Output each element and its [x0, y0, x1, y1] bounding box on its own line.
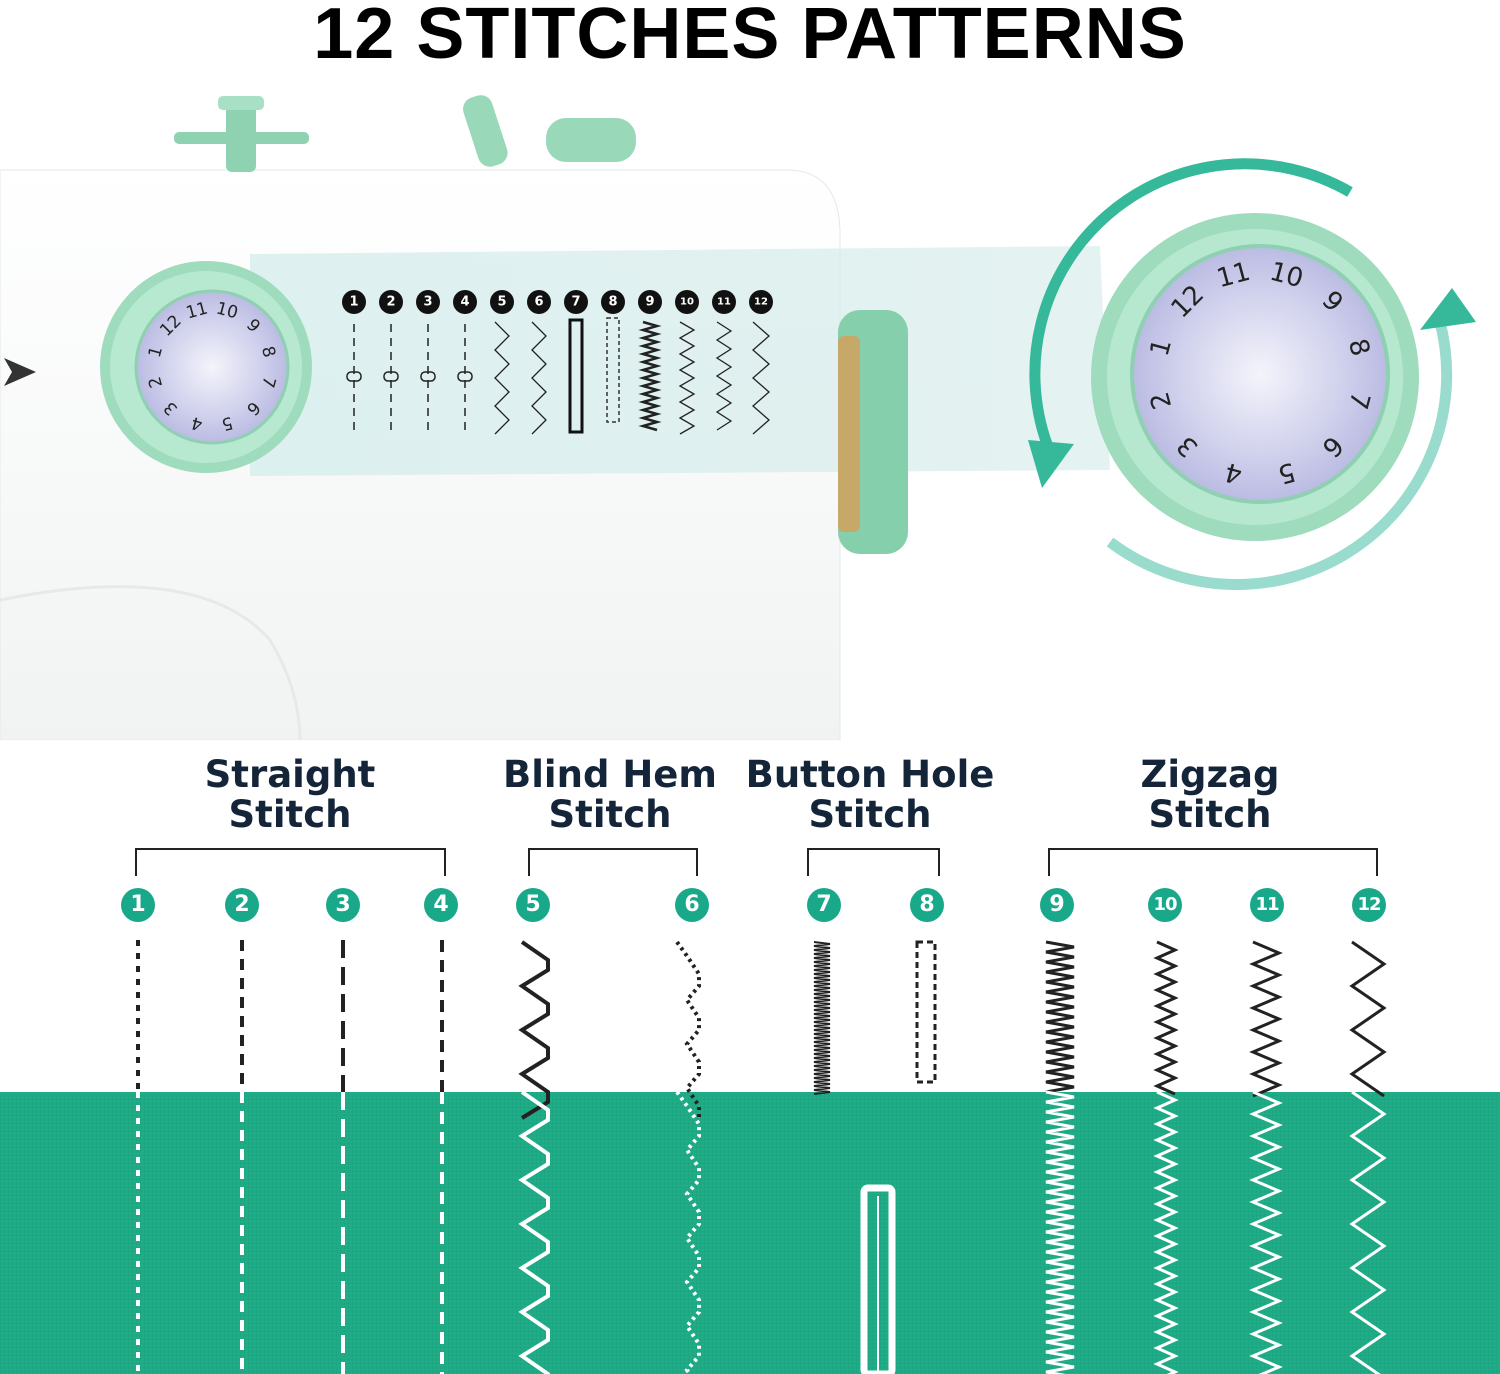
- machine-dial-number-1: 1: [145, 344, 167, 360]
- stitch-sample-11-thread: [1249, 940, 1283, 1098]
- stitch-number-1: 1: [121, 888, 155, 922]
- panel-number-9: 9: [645, 295, 654, 310]
- panel-number-8: 8: [608, 295, 617, 310]
- bracket-button-hole: [807, 848, 940, 876]
- panel-number-badge: [675, 290, 699, 314]
- panel-number-2: 2: [386, 295, 395, 310]
- stitch-number-2: 2: [225, 888, 259, 922]
- panel-number-badge: [490, 290, 514, 314]
- stitch-sample-5-fabric-thread: [518, 1090, 550, 1374]
- zoom-dial-number-1: 1: [1145, 336, 1178, 360]
- stitch-sample-7-thread: [813, 941, 831, 1095]
- stitch-sample-6-thread: [675, 940, 701, 1118]
- panel-number-badge: [453, 290, 477, 314]
- panel-number-11: 11: [717, 297, 731, 308]
- machine-dial-number-7: 7: [257, 374, 279, 390]
- bobbin-stopper: [546, 118, 636, 162]
- machine-dial-number-8: 8: [257, 344, 279, 360]
- panel-stitch-line: [715, 321, 733, 431]
- panel-number-1: 1: [349, 295, 358, 310]
- panel-stitch-line: [678, 321, 696, 435]
- panel-stitch-line: [531, 321, 547, 435]
- panel-stitch-line: [638, 320, 662, 432]
- stitch-sample-8-thread: [915, 940, 937, 1084]
- zoom-dial-number-7: 7: [1342, 389, 1375, 413]
- panel-stitch-line: [494, 321, 510, 435]
- fabric-buttonhole: [860, 1184, 896, 1374]
- machine-dial-number-4: 4: [189, 412, 205, 434]
- bracket-straight: [135, 848, 446, 876]
- panel-number-badge: [712, 290, 736, 314]
- stitch-sample-9-thread: [1045, 940, 1075, 1094]
- stitch-number-11: 11: [1250, 888, 1284, 922]
- page-title: 12 STITCHES PATTERNS: [313, 0, 1187, 74]
- panel-number-badge: [601, 290, 625, 314]
- zoom-dial-number-8: 8: [1342, 336, 1375, 360]
- stitch-sample-12-thread: [1349, 940, 1387, 1098]
- stitch-sample-6-fabric-thread: [675, 1090, 701, 1374]
- panel-number-7: 7: [571, 295, 580, 310]
- panel-number-badge: [416, 290, 440, 314]
- panel-number-badge: [342, 290, 366, 314]
- zoom-dial-number-2: 2: [1145, 389, 1178, 413]
- panel-number-6: 6: [534, 295, 543, 310]
- panel-number-4: 4: [460, 295, 469, 310]
- stitch-sample-9-fabric-thread: [1045, 1090, 1075, 1374]
- panel-number-badge: [638, 290, 662, 314]
- stitch-sample-12-fabric-thread: [1349, 1090, 1387, 1374]
- panel-number-5: 5: [497, 295, 506, 310]
- stitch-sample-10-thread: [1153, 940, 1179, 1096]
- panel-number-badge: [564, 290, 588, 314]
- stitch-number-5: 5: [516, 888, 550, 922]
- rotate-arrow-right-icon: [1106, 320, 1453, 590]
- stitch-number-4: 4: [424, 888, 458, 922]
- zoom-dial-number-4: 4: [1222, 456, 1246, 489]
- stitch-number-12: 12: [1352, 888, 1386, 922]
- machine-dial-number-5: 5: [219, 412, 235, 434]
- panel-number-12: 12: [754, 297, 768, 308]
- stitch-number-9: 9: [1040, 888, 1074, 922]
- stitch-samples: [136, 940, 1387, 1374]
- stitch-number-8: 8: [910, 888, 944, 922]
- stitch-number-6: 6: [675, 888, 709, 922]
- stitch-sample-5-thread: [518, 940, 550, 1120]
- panel-number-badge: [527, 290, 551, 314]
- panel-stitch-line: [606, 317, 620, 423]
- panel-number-badge: [749, 290, 773, 314]
- panel-stitch-line: [752, 321, 770, 435]
- pointer-arrow-icon: [4, 358, 36, 386]
- zoom-dial-number-5: 5: [1275, 456, 1299, 489]
- bobbin-winder: [463, 95, 508, 167]
- rotate-arrow-left-icon: [1029, 158, 1353, 455]
- stitch-number-3: 3: [326, 888, 360, 922]
- bracket-blind-hem: [528, 848, 698, 876]
- stitch-number-7: 7: [807, 888, 841, 922]
- bracket-zigzag: [1048, 848, 1378, 876]
- machine-dial-number-2: 2: [145, 374, 167, 390]
- panel-number-3: 3: [423, 295, 432, 310]
- stitch-sample-11-fabric-thread: [1249, 1090, 1283, 1374]
- stitch-sample-10-fabric-thread: [1153, 1090, 1179, 1374]
- panel-number-badge: [379, 290, 403, 314]
- panel-number-10: 10: [680, 297, 694, 308]
- fabric-sample: [0, 1092, 1500, 1374]
- panel-stitch-line: [568, 318, 584, 434]
- stitch-number-10: 10: [1148, 888, 1182, 922]
